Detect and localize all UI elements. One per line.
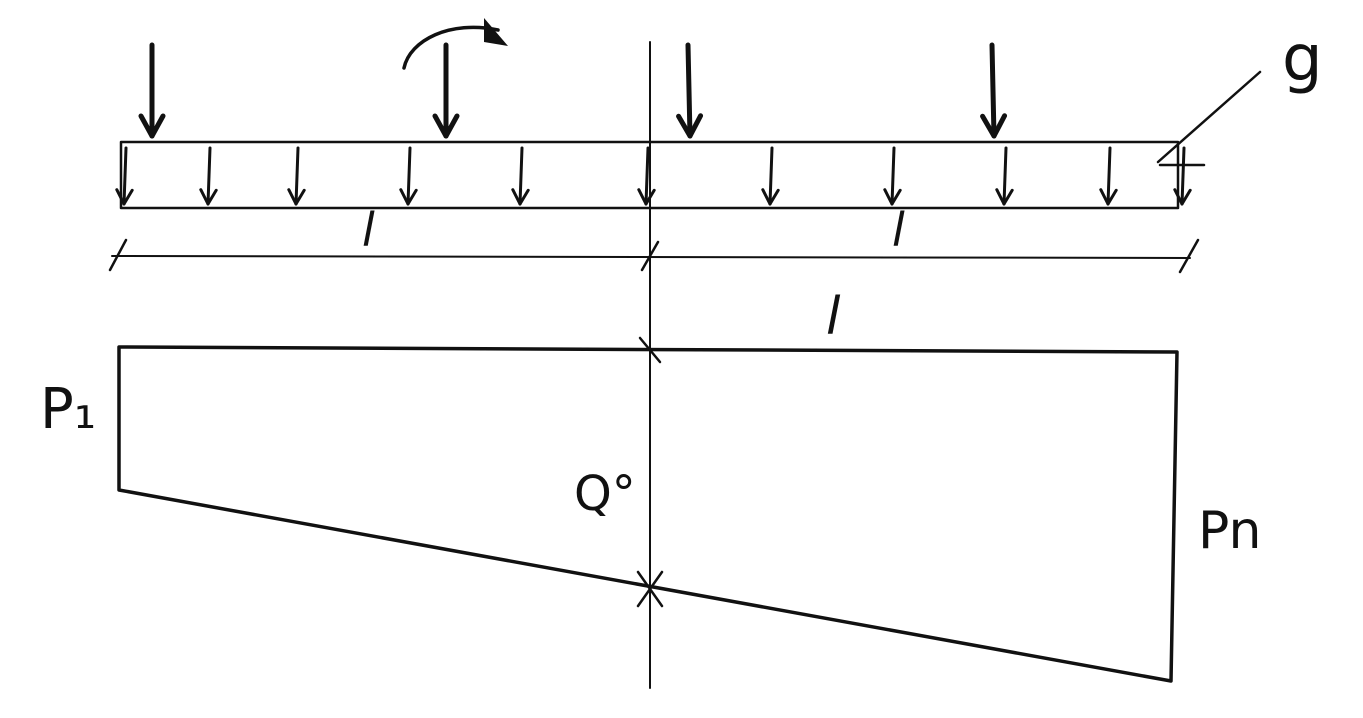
distributed-load-arrow: [1173, 146, 1192, 206]
distributed-load-arrows: [115, 146, 1192, 206]
label-pressure-left: P₁: [40, 377, 96, 442]
distributed-load-arrow: [199, 146, 218, 206]
point-load-arrows: [138, 42, 1008, 139]
distributed-load-arrow: [287, 146, 306, 206]
dimension-line: [111, 255, 1191, 259]
distributed-load-arrow: [1099, 146, 1118, 206]
label-pressure-right: Pn: [1198, 501, 1261, 561]
moment-arrow: [402, 25, 500, 70]
point-load-arrow: [432, 42, 460, 139]
beam: [119, 140, 1180, 210]
distributed-load-arrow: [995, 146, 1014, 206]
label-span-right: l: [892, 203, 905, 257]
label-center-mark: Q°: [574, 466, 636, 522]
point-load-arrow: [676, 42, 704, 139]
dimension-tick-left: [108, 238, 128, 272]
distributed-load-arrow: [115, 146, 134, 206]
distributed-load-arrow: [761, 146, 780, 206]
moment-arrow-head: [484, 18, 508, 46]
pressure-diagram: [117, 345, 1179, 683]
label-span-left: l: [362, 203, 375, 257]
distributed-load-arrow: [637, 146, 656, 206]
label-g: g: [1282, 22, 1323, 96]
distributed-load-arrow: [399, 146, 418, 206]
distributed-load-arrow: [511, 146, 530, 206]
dimension-tick-right: [1178, 238, 1200, 274]
point-load-arrow: [980, 42, 1008, 139]
bottom-cross-tick-b: [636, 570, 664, 608]
distributed-load-arrow: [883, 146, 902, 206]
top-cross-tick: [638, 336, 662, 364]
g-leader-line: [1156, 70, 1262, 164]
label-span-lower: l: [826, 287, 841, 347]
point-load-arrow: [138, 42, 166, 139]
dimension-tick-mid: [640, 240, 660, 272]
